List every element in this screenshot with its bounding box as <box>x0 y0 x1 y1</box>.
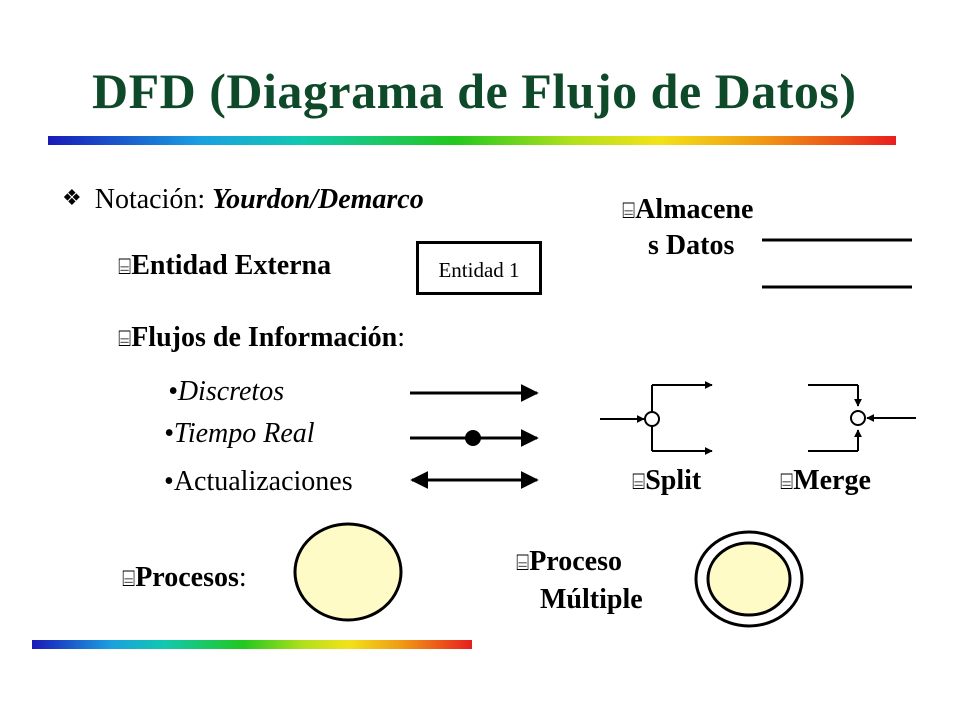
flows-text: Flujos de Información <box>131 322 398 353</box>
discrete-text: Discretos <box>177 376 285 407</box>
flows-label: ⌸Flujos de Información: <box>118 322 405 354</box>
multi-process-text-line2: Múltiple <box>540 584 643 615</box>
diamond-bullet-icon: ❖ <box>62 186 82 211</box>
square-bullet-icon: ⌸ <box>118 255 132 280</box>
external-entity-label: ⌸Entidad Externa <box>118 250 331 282</box>
real-time-text: Tiempo Real <box>173 418 315 449</box>
notation-line: ❖ Notación: Yourdon/Demarco <box>62 184 424 216</box>
notation-label: Notación: <box>94 184 213 215</box>
real-time-dot-icon <box>465 430 481 446</box>
data-store-label: ⌸Almacene <box>622 194 753 226</box>
updates-label: •Actualizaciones <box>164 466 353 497</box>
bottom-rainbow-divider <box>32 640 472 649</box>
real-time-label: •Tiempo Real <box>164 418 315 449</box>
processes-colon: : <box>238 562 247 593</box>
discrete-label: •Discretos <box>168 376 285 407</box>
data-store-text-line1: Almacene <box>635 194 754 225</box>
split-symbol <box>600 381 713 455</box>
process-circle <box>293 522 403 622</box>
flows-colon: : <box>397 322 405 353</box>
multi-process-label: ⌸Proceso <box>516 546 622 578</box>
split-text: Split <box>645 465 702 496</box>
multi-process-text-line1: Proceso <box>529 546 622 577</box>
updates-text: Actualizaciones <box>173 466 353 497</box>
square-bullet-icon: ⌸ <box>516 551 530 576</box>
merge-symbol <box>808 384 916 452</box>
split-label: ⌸Split <box>632 465 701 497</box>
multi-process-inner-circle <box>706 541 792 617</box>
data-store-text-line2: s Datos <box>648 230 735 261</box>
square-bullet-icon: ⌸ <box>122 567 136 592</box>
processes-text: Procesos <box>135 562 239 593</box>
entity-box: Entidad 1 <box>416 241 542 295</box>
square-bullet-icon: ⌸ <box>780 470 794 495</box>
square-bullet-icon: ⌸ <box>632 470 646 495</box>
square-bullet-icon: ⌸ <box>118 327 132 352</box>
square-bullet-icon: ⌸ <box>622 199 636 224</box>
external-entity-text: Entidad Externa <box>131 250 332 281</box>
merge-text: Merge <box>793 465 871 496</box>
notation-value: Yourdon/Demarco <box>212 184 424 215</box>
processes-label: ⌸Procesos: <box>122 562 247 594</box>
top-rainbow-divider <box>48 136 896 145</box>
merge-label: ⌸Merge <box>780 465 871 497</box>
page-title: DFD (Diagrama de Flujo de Datos) <box>92 63 857 119</box>
